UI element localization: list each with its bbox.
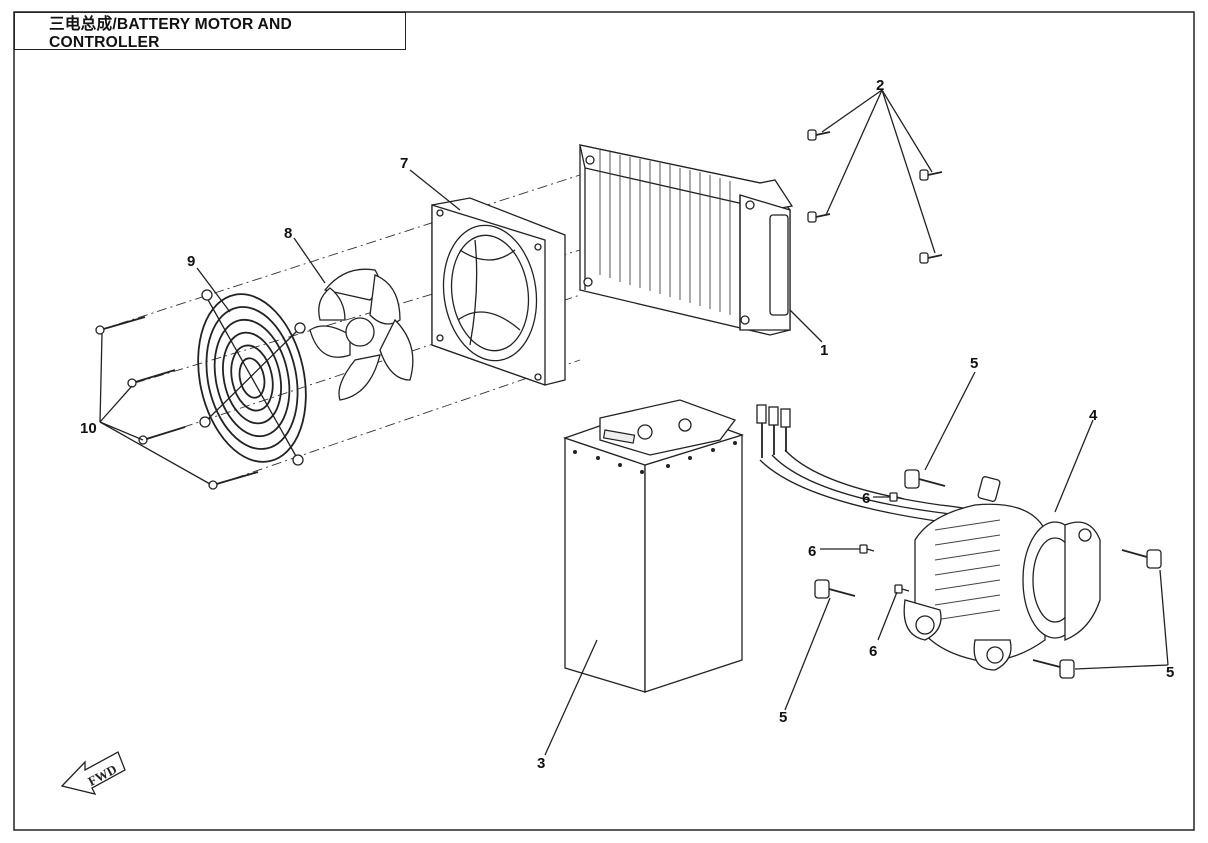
callout-3: 3 [537, 755, 545, 772]
long-screw-icon [95, 316, 259, 490]
flange-bolt-icon [814, 469, 1162, 679]
leader-lines [99, 89, 1169, 756]
callout-labels: 2 1 7 8 9 10 3 4 5 5 5 6 6 6 [80, 77, 1174, 772]
page-title: 三电总成/BATTERY MOTOR AND CONTROLLER [14, 12, 406, 51]
fan-impeller-icon [309, 268, 414, 401]
electric-motor-icon [903, 476, 1101, 671]
callout-6-top: 6 [862, 490, 870, 507]
callout-5-top: 5 [970, 355, 978, 372]
bolt-icon [807, 129, 943, 264]
battery-box-icon [562, 399, 745, 693]
callout-9: 9 [187, 253, 195, 270]
callout-8: 8 [284, 225, 292, 242]
controller-heatsink-icon [579, 144, 794, 336]
callout-6-bottom: 6 [869, 643, 877, 660]
callout-5-bottom: 5 [779, 709, 787, 726]
callout-5-right: 5 [1166, 664, 1174, 681]
callout-2: 2 [876, 77, 884, 94]
callout-6-left: 6 [808, 543, 816, 560]
wire-grille-icon [197, 289, 307, 466]
callout-4: 4 [1089, 407, 1098, 424]
fan-frame-icon [431, 197, 566, 386]
callout-10: 10 [80, 420, 97, 437]
callout-1: 1 [820, 342, 828, 359]
callout-7: 7 [400, 155, 408, 172]
